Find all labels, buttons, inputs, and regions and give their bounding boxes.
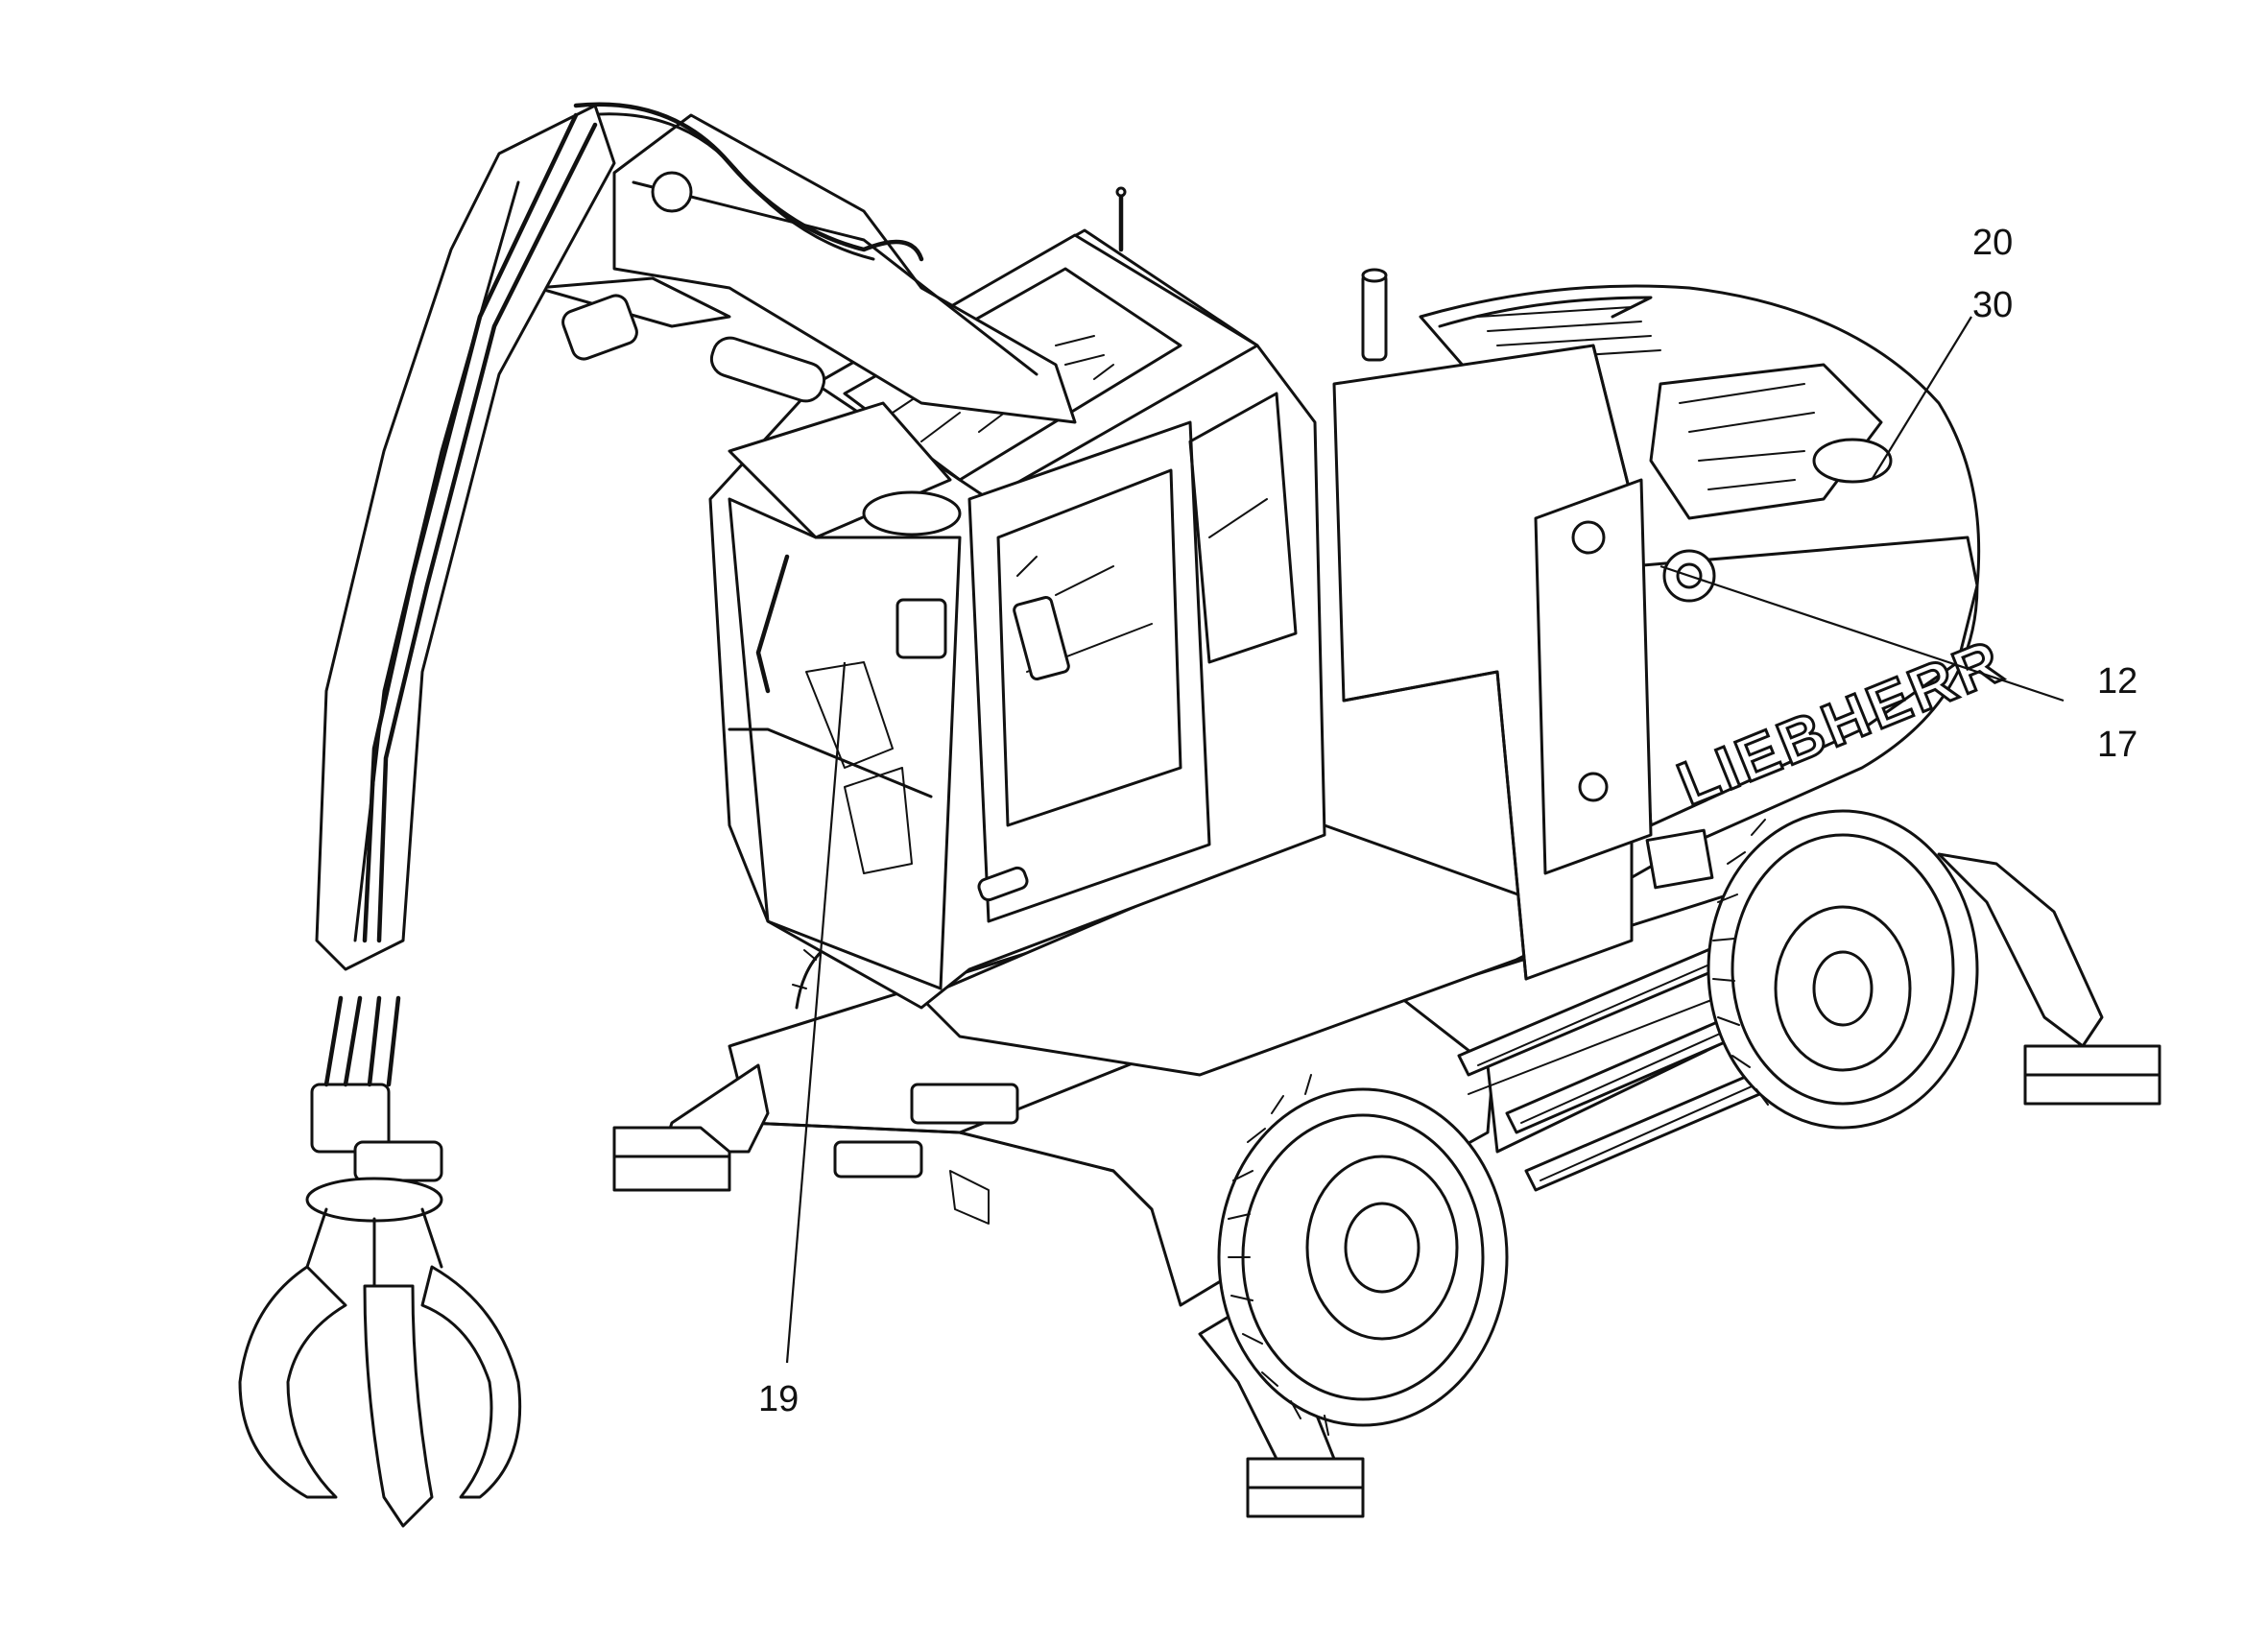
grapple-tine-left — [238, 1265, 347, 1499]
boom-arm — [238, 102, 1077, 1528]
front-mirror — [895, 598, 947, 659]
boom-cylinder — [709, 336, 826, 403]
tow-bracket — [910, 1083, 1019, 1125]
callout-20: 20 — [1972, 223, 2013, 263]
upper-carriage — [919, 268, 1981, 1077]
cab-door — [967, 420, 1211, 923]
grapple-tine-center — [363, 1284, 434, 1528]
callouts: 20 30 12 17 19 — [758, 223, 2137, 1419]
callout-12: 12 — [2097, 661, 2137, 702]
leader-19 — [785, 661, 847, 1364]
sun-visor — [728, 401, 952, 539]
outrigger-rear-right — [1937, 852, 2161, 1106]
work-light — [862, 490, 962, 536]
callout-19: 19 — [758, 1379, 799, 1419]
callout-17: 17 — [2097, 725, 2137, 765]
callout-30: 30 — [1972, 285, 2013, 325]
leader-12-17 — [1659, 564, 2065, 703]
outrigger-front-left — [612, 1063, 770, 1192]
leader-20-30 — [1871, 316, 1972, 481]
wheel-front — [1217, 1074, 1509, 1436]
wheel-rear — [1707, 809, 1979, 1130]
exhaust-pipe — [1361, 272, 1388, 362]
air-filter — [1812, 438, 1893, 484]
windshield-wiper — [755, 554, 790, 694]
side-mirror — [1013, 596, 1070, 680]
leader-lines — [785, 316, 2065, 1364]
grapple-tine-right — [420, 1265, 522, 1499]
rotator — [310, 1083, 391, 1154]
operator-cab — [708, 186, 1326, 1010]
